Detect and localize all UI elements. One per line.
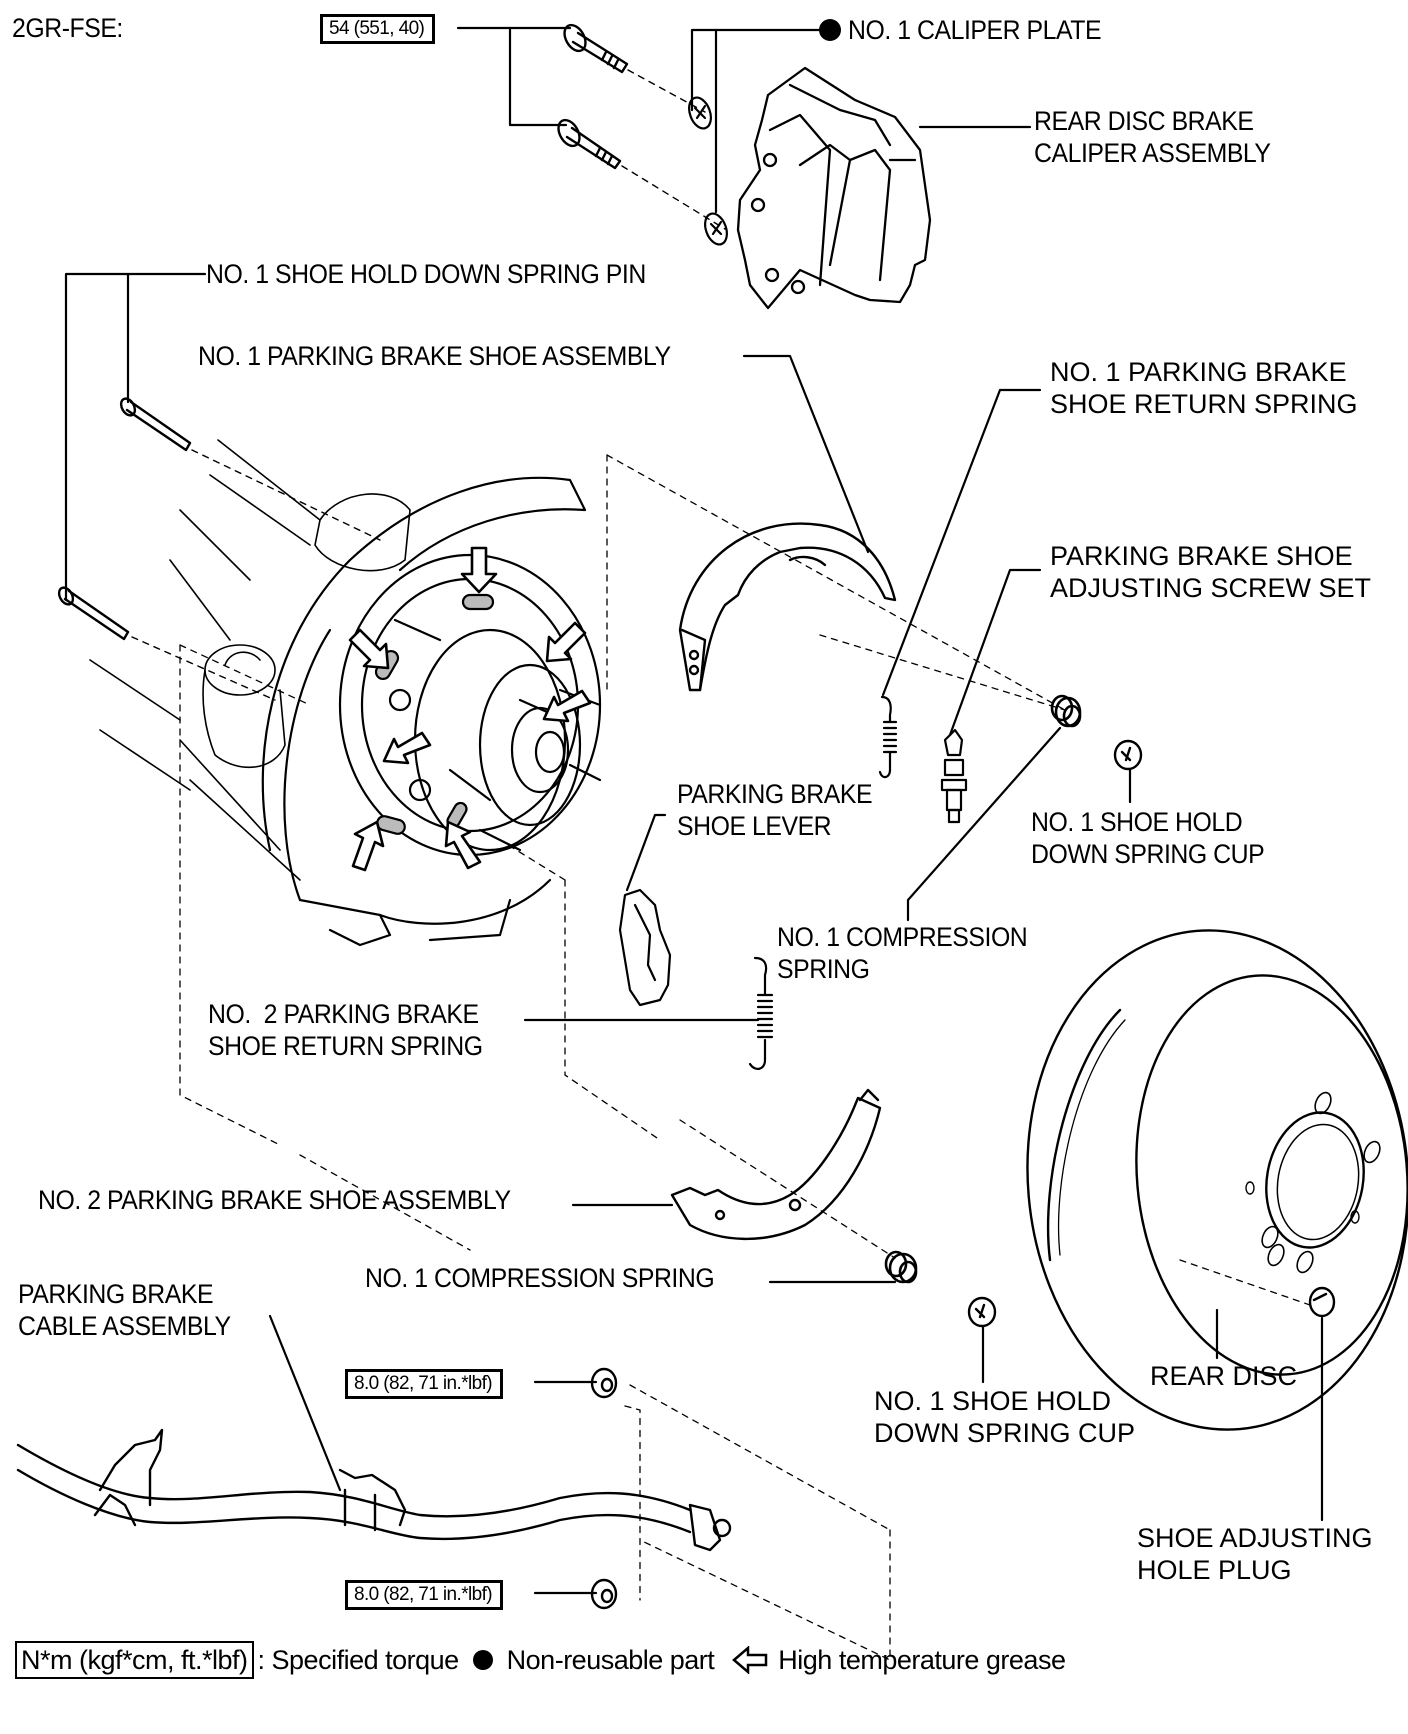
hold-down-cup-upper [1113,739,1143,771]
torque-spec-cable-bolt-upper: 8.0 (82, 71 in.*lbf) [345,1369,503,1399]
pin-axis-upper [191,449,381,541]
label-compression-spring-upper: NO. 1 COMPRESSION SPRING [777,922,1028,984]
label-no1-return-spring: NO. 1 PARKING BRAKE SHOE RETURN SPRING [1050,357,1358,419]
compression-spring-lower [884,1250,918,1284]
axle-carrier [89,439,411,881]
label-hold-down-cup-lower: NO. 1 SHOE HOLD DOWN SPRING CUP [874,1386,1136,1448]
torque-spec-caliper-bolts: 54 (551, 40) [320,14,436,44]
label-hold-down-pin: NO. 1 SHOE HOLD DOWN SPRING PIN [206,259,646,289]
label-no2-shoe-assembly: NO. 2 PARKING BRAKE SHOE ASSEMBLY [38,1185,511,1215]
label-no1-shoe-assembly: NO. 1 PARKING BRAKE SHOE ASSEMBLY [198,341,671,371]
bolt-axis-lower [621,165,726,230]
label-adjusting-screw-set: PARKING BRAKE SHOE ADJUSTING SCREW SET [1050,541,1372,603]
torque-spec-cable-bolt-lower: 8.0 (82, 71 in.*lbf) [345,1580,503,1610]
grease-points [374,593,495,835]
label-compression-spring-lower: NO. 1 COMPRESSION SPRING [365,1263,715,1293]
hold-down-pin-lower [57,586,130,641]
caliper-assembly [736,66,932,310]
hold-down-pin-upper [119,397,192,452]
legend: N*m (kgf*cm, ft.*lbf) : Specified torque… [15,1640,1066,1680]
cable-bolt-upper [590,1367,618,1399]
label-caliper-assembly: REAR DISC BRAKE CALIPER ASSEMBLY [1034,106,1271,168]
label-no2-return-spring: NO. 2 PARKING BRAKE SHOE RETURN SPRING [208,999,483,1061]
engine-label: 2GR-FSE: [12,13,123,43]
label-hold-down-cup-upper: NO. 1 SHOE HOLD DOWN SPRING CUP [1031,807,1265,869]
adjusting-hole-plug [1308,1286,1336,1318]
leader-compression-spring-upper [906,726,1062,922]
filled-circle-icon [472,1650,493,1670]
shoe-lever [618,888,672,1007]
legend-non-reusable-desc: Non-reusable part [506,1644,715,1675]
grease-arrow-icons [348,546,592,872]
no2-return-spring [748,956,774,1070]
no1-return-spring [878,695,898,779]
caliper-plate-lower [704,212,728,246]
caliper-bolt-upper [563,23,629,74]
legend-torque-unit: N*m (kgf*cm, ft.*lbf) [15,1641,254,1679]
legend-torque-desc: : Specified torque [257,1644,460,1675]
legend-grease-desc: High temperature grease [778,1644,1066,1675]
adjusting-screw-set [940,728,968,824]
no1-parking-brake-shoe [678,522,897,692]
pin-axis-lower [131,636,276,701]
leader-shoe-lever [625,813,667,892]
caliper-plate-upper [688,96,712,130]
leader-caliper-plate [690,28,830,214]
compression-spring-upper [1050,694,1082,728]
caliper-bolt-lower [557,118,622,170]
label-adjusting-hole-plug: SHOE ADJUSTING HOLE PLUG [1137,1523,1373,1585]
leader-cable-assembly [268,1314,342,1492]
non-reusable-dot-icon [819,19,841,41]
leader-hold-down-pin [64,272,207,602]
parking-brake-cable [16,1428,732,1552]
hold-down-cup-lower [967,1296,997,1328]
leader-no1-shoe [742,354,870,554]
leader-adjusting-screw [948,568,1042,737]
bolt-axis-upper [627,69,706,113]
phantom-lines [179,454,1311,1661]
label-caliper-plate: NO. 1 CALIPER PLATE [848,15,1102,45]
label-cable-assembly: PARKING BRAKE CABLE ASSEMBLY [18,1279,231,1341]
rear-disc [1026,929,1408,1431]
label-rear-disc: REAR DISC [1150,1361,1298,1391]
hollow-arrow-left-icon [732,1646,768,1674]
no2-parking-brake-shoe [670,1088,882,1241]
leader-caliper-bolts [456,26,572,127]
leader-no1-return-spring [881,388,1042,697]
cable-bolt-lower [590,1578,618,1610]
label-shoe-lever: PARKING BRAKE SHOE LEVER [677,779,873,841]
